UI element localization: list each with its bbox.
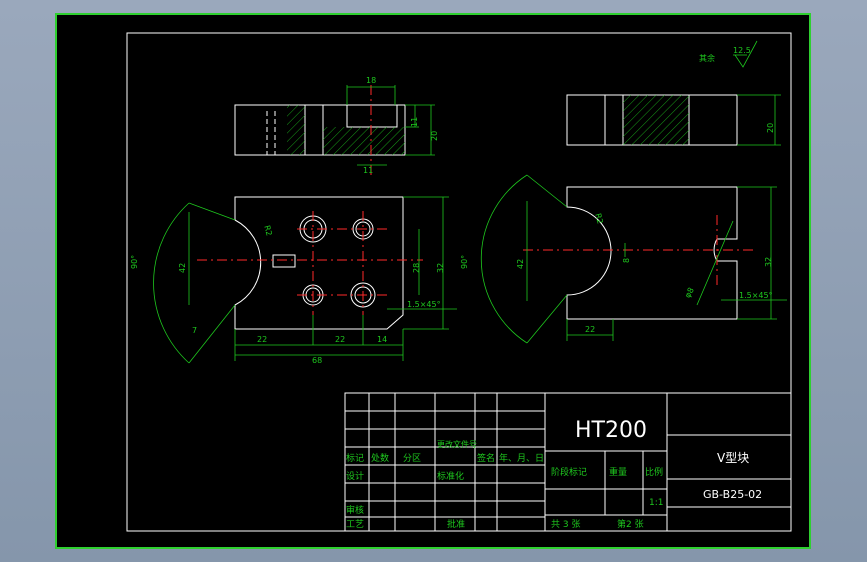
label-change-doc: 更改文件号 <box>437 439 477 449</box>
label-process: 工艺 <box>346 519 364 530</box>
dim-side-8: 8 <box>622 258 631 263</box>
sheets-total: 共 3 张 <box>551 519 580 530</box>
dim-front-68: 68 <box>312 356 322 365</box>
dim-front-chamfer: 1.5×45° <box>407 300 441 309</box>
label-ratio: 比例 <box>645 466 663 478</box>
dim-side-r2: R2 <box>593 212 604 225</box>
dim-front-7: 7 <box>192 326 197 335</box>
dim-front-14: 14 <box>377 335 387 344</box>
dim-front-22a: 22 <box>257 335 267 344</box>
label-signature: 签名 <box>477 452 495 464</box>
dim-side-22: 22 <box>585 325 595 334</box>
dim-top-20: 20 <box>430 131 439 141</box>
side-top-view: 20 <box>566 94 781 146</box>
dim-top-11b: 11 <box>363 166 373 175</box>
drawing-number-text: GB-B25-02 <box>703 488 762 501</box>
dim-side-phi: φ8 <box>683 286 696 299</box>
drawing-sheet: 12.5 其余 18 11 20 11 20 <box>55 13 811 549</box>
drawing-canvas: 12.5 其余 18 11 20 11 20 <box>126 32 792 532</box>
label-zone: 分区 <box>403 453 421 464</box>
scale-value: 1:1 <box>649 498 663 508</box>
drawing-frame <box>126 32 792 532</box>
label-count: 处数 <box>371 452 389 464</box>
top-view: 18 11 20 11 <box>234 76 439 175</box>
dim-side-chamfer: 1.5×45° <box>739 291 773 300</box>
dim-front-22b: 22 <box>335 335 345 344</box>
label-approve: 批准 <box>447 518 465 530</box>
front-view: 90° 42 R2 32 28 1.5×45° 22 22 14 68 7 <box>130 196 457 365</box>
dim-side-90: 90° <box>460 255 469 269</box>
dim-front-90: 90° <box>130 255 139 269</box>
label-stage-mark: 阶段标记 <box>551 466 587 478</box>
roughness-symbol: 12.5 其余 <box>699 40 758 68</box>
dim-side-42: 42 <box>516 259 525 269</box>
dim-top-18: 18 <box>366 76 376 85</box>
label-weight: 重量 <box>609 466 627 478</box>
dim-front-32: 32 <box>436 263 445 273</box>
label-date: 年、月、日 <box>499 452 544 464</box>
dim-front-28: 28 <box>412 263 421 273</box>
sheet-number: 第2 张 <box>617 518 644 530</box>
label-review: 审核 <box>346 504 364 516</box>
label-mark: 标记 <box>346 452 364 464</box>
label-standardization: 标准化 <box>437 470 464 482</box>
dim-side-32: 32 <box>764 257 773 267</box>
dim-front-42: 42 <box>178 263 187 273</box>
label-design: 设计 <box>346 470 364 482</box>
dim-side-top-20: 20 <box>766 123 775 133</box>
dim-top-11: 11 <box>410 117 419 127</box>
material-text: HT200 <box>575 418 647 443</box>
side-view: 90° 42 R2 8 32 1.5×45° 22 φ8 <box>460 174 787 344</box>
title-block: HT200 V型块 GB-B25-02 标记 处数 分区 更改文件号 签名 年、… <box>344 392 792 532</box>
roughness-label: 其余 <box>699 53 715 63</box>
roughness-value: 12.5 <box>733 46 751 55</box>
dim-front-r2: R2 <box>262 224 273 237</box>
part-name-text: V型块 <box>717 451 749 465</box>
